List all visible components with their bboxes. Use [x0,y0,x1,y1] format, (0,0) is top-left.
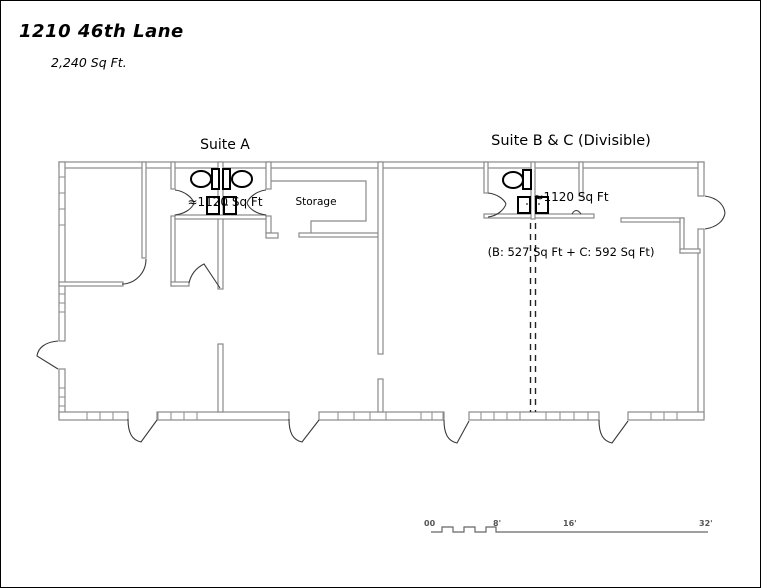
sink-icon [517,196,531,214]
interior-walls [58,161,701,413]
scale-label-0: 00 [424,519,436,528]
entry-door-3 [443,419,470,444]
suite-bc-name: Suite B & C (Divisible) [491,133,651,149]
suite-a-area: ≈1120 Sq Ft [187,194,263,209]
storage-room-label: Storage [295,196,337,208]
suite-bc-label: Suite B & C (Divisible) ≈1120 Sq Ft (B: … [421,92,721,300]
closet-door [188,263,221,289]
toilet-icon [222,168,253,190]
entry-door-4 [598,419,629,444]
divisible-dashed-wall [529,223,537,412]
suite-a-name: Suite A [200,137,250,153]
scale-label-32: 32' [699,519,713,528]
restroom-b-door [487,192,507,218]
restroom-a-right-door [246,189,267,216]
page-title: 1210 46th Lane [19,21,184,42]
storage-partition [271,180,367,233]
scale-label-16: 16' [563,519,577,528]
restroom-b-notch [571,209,582,215]
side-door-right [704,195,726,230]
door-swings [36,189,726,444]
restroom-fixtures [190,168,549,215]
suite-a-label: Suite A ≈1120 Sq Ft [125,97,325,250]
entry-door-1 [127,418,158,443]
sink-icon [223,196,237,215]
restroom-a-left-door [174,189,195,216]
sink-icon [535,196,549,214]
toilet-icon [502,169,532,190]
suite-bc-area: ≈1120 Sq Ft [533,190,609,205]
suite-bc-breakdown: (B: 527 Sq Ft + C: 592 Sq Ft) [487,245,655,260]
window-ticks [59,176,678,420]
sink-icon [206,196,220,215]
total-area-label: 2,240 Sq Ft. [51,55,127,70]
toilet-icon [190,168,220,190]
side-door-left [36,340,59,370]
scale-bar [431,526,708,533]
office-door [121,258,147,285]
scale-label-8: 8' [493,519,502,528]
entry-door-2 [288,418,320,443]
